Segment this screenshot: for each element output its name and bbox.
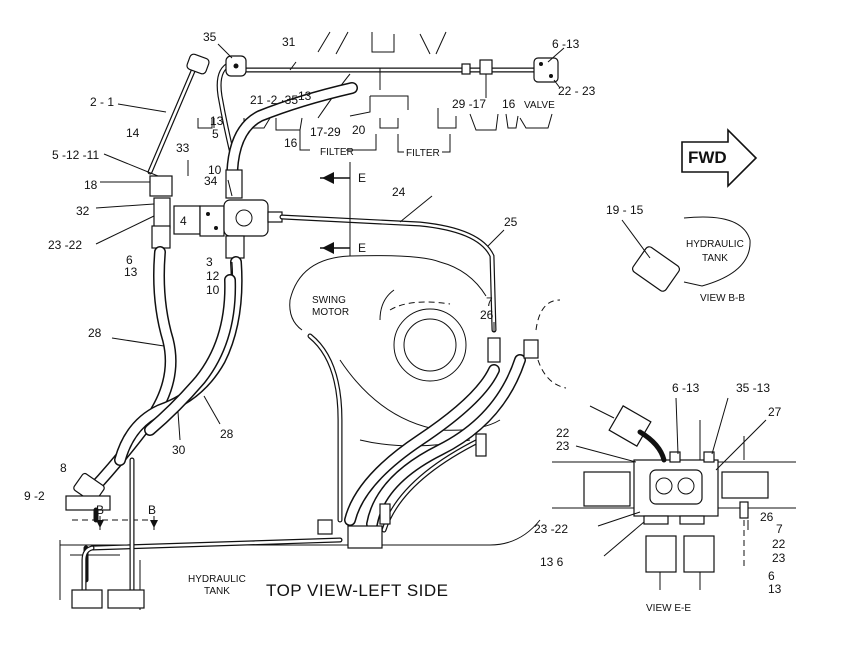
callout-2-1: 2 - 1 bbox=[90, 95, 114, 109]
callout-28-a: 28 bbox=[88, 326, 102, 340]
view-ee-callout-6-13: 6 -13 bbox=[672, 381, 700, 395]
view-bb-caption: VIEW B-B bbox=[700, 293, 745, 304]
swing-motor-label-1: SWING bbox=[312, 295, 346, 306]
page-title: TOP VIEW-LEFT SIDE bbox=[266, 581, 449, 600]
section-b-label-right: B bbox=[148, 503, 156, 517]
callout-24: 24 bbox=[392, 185, 406, 199]
view-bb-detail bbox=[621, 216, 751, 292]
component-labels: FILTER FILTER VALVE E E SWING MOTOR B B … bbox=[96, 100, 727, 600]
view-ee-callout-13-6: 13 6 bbox=[540, 555, 564, 569]
view-ee-callout-13: 13 bbox=[768, 582, 782, 596]
view-ee-caption: VIEW E-E bbox=[646, 603, 691, 614]
callout-30: 30 bbox=[172, 443, 186, 457]
callout-14: 14 bbox=[126, 126, 140, 140]
callout-9-2: 9 -2 bbox=[24, 489, 45, 503]
section-marker-b bbox=[96, 516, 158, 530]
view-ee-detail bbox=[552, 397, 796, 590]
callout-13-c: 13 bbox=[124, 265, 138, 279]
callout-21-2-35: 21 -2 ·35 bbox=[250, 93, 298, 107]
view-bb-tank-label-1: HYDRAULIC bbox=[686, 239, 744, 250]
callout-4: 4 bbox=[180, 214, 187, 228]
callout-leaders bbox=[95, 43, 565, 441]
swing-motor-label-2: MOTOR bbox=[312, 307, 349, 318]
callout-35: 35 bbox=[203, 30, 217, 44]
section-b-label-left: B bbox=[96, 503, 104, 517]
forward-arrow bbox=[681, 128, 758, 188]
callout-8: 8 bbox=[60, 461, 67, 475]
callout-16-a: 16 bbox=[284, 136, 298, 150]
view-ee-callout-23-a: 23 bbox=[556, 439, 570, 453]
view-ee-callout-23-b: 23 bbox=[772, 551, 786, 565]
callout-12: 12 bbox=[206, 269, 220, 283]
callout-16-b: 16 bbox=[502, 97, 516, 111]
flange-fitting-35 bbox=[225, 55, 247, 77]
view-ee-callout-23-22: 23 -22 bbox=[534, 522, 568, 536]
hydraulic-tank-label-1: HYDRAULIC bbox=[188, 574, 246, 585]
view-ee-callout-22-b: 22 bbox=[772, 537, 786, 551]
view-bb-tank-label-2: TANK bbox=[702, 253, 728, 264]
hydraulic-tank-label-2: TANK bbox=[204, 586, 230, 597]
pipe-2-1 bbox=[147, 53, 210, 175]
callout-10-b: 10 bbox=[206, 283, 220, 297]
view-ee-callout-6: 6 bbox=[768, 569, 775, 583]
fwd-label: FWD bbox=[688, 148, 727, 167]
callout-32: 32 bbox=[76, 204, 90, 218]
valve-label: VALVE bbox=[524, 100, 555, 111]
callout-7: 7 bbox=[486, 295, 493, 309]
callout-6: 6 bbox=[126, 253, 133, 267]
callout-13-a: 13 bbox=[298, 89, 312, 103]
callout-17-29: 17-29 bbox=[310, 125, 341, 139]
main-callouts: 35 31 6 -13 22 - 23 2 - 1 21 -2 ·35 13 1… bbox=[24, 30, 596, 503]
fitting-8 bbox=[65, 472, 111, 511]
callout-26: 26 bbox=[480, 308, 494, 322]
section-e-label-bottom: E bbox=[358, 241, 366, 255]
view-bb-text: 19 - 15 HYDRAULIC TANK VIEW B-B bbox=[606, 203, 745, 304]
callout-28-b: 28 bbox=[220, 427, 234, 441]
callout-3: 3 bbox=[206, 255, 213, 269]
callout-20: 20 bbox=[352, 123, 366, 137]
section-e-label-top: E bbox=[358, 171, 366, 185]
view-ee-callout-27: 27 bbox=[768, 405, 782, 419]
callout-31: 31 bbox=[282, 35, 296, 49]
view-bb-callout: 19 - 15 bbox=[606, 203, 644, 217]
hose-30 bbox=[144, 274, 237, 436]
view-ee-callout-26: 26 bbox=[760, 510, 774, 524]
view-ee-callout-35-13: 35 -13 bbox=[736, 381, 770, 395]
callout-29-17: 29 -17 bbox=[452, 97, 486, 111]
callout-33: 33 bbox=[176, 141, 190, 155]
callout-18: 18 bbox=[84, 178, 98, 192]
filter-label-1: FILTER bbox=[320, 147, 354, 158]
view-ee-callout-22-a: 22 bbox=[556, 426, 570, 440]
callout-5: 5 bbox=[212, 127, 219, 141]
callout-5-12-11: 5 -12 -11 bbox=[52, 148, 99, 162]
swing-motor-hoses bbox=[307, 333, 539, 549]
callout-13-b: 13 bbox=[210, 114, 224, 128]
hose-13-to-valve bbox=[225, 82, 358, 199]
callout-6-13-top: 6 -13 bbox=[552, 37, 580, 51]
hose-24-25 bbox=[279, 214, 501, 363]
control-valve-assembly bbox=[149, 175, 283, 259]
section-marker-e bbox=[320, 162, 351, 256]
hose-28-left bbox=[86, 246, 177, 496]
callout-22-23-top: 22 - 23 bbox=[558, 84, 596, 98]
callout-34: 34 bbox=[204, 174, 218, 188]
view-ee-text: 6 -13 35 -13 27 22 23 23 -22 13 6 26 7 2… bbox=[534, 381, 786, 614]
bottom-tubes bbox=[71, 457, 343, 609]
callout-10-a: 10 bbox=[208, 163, 222, 177]
callout-25: 25 bbox=[504, 215, 518, 229]
callout-23-22: 23 -22 bbox=[48, 238, 82, 252]
flange-fitting-top-right bbox=[533, 57, 559, 83]
view-ee-callout-7: 7 bbox=[776, 522, 783, 536]
filter-label-2: FILTER bbox=[406, 148, 440, 159]
